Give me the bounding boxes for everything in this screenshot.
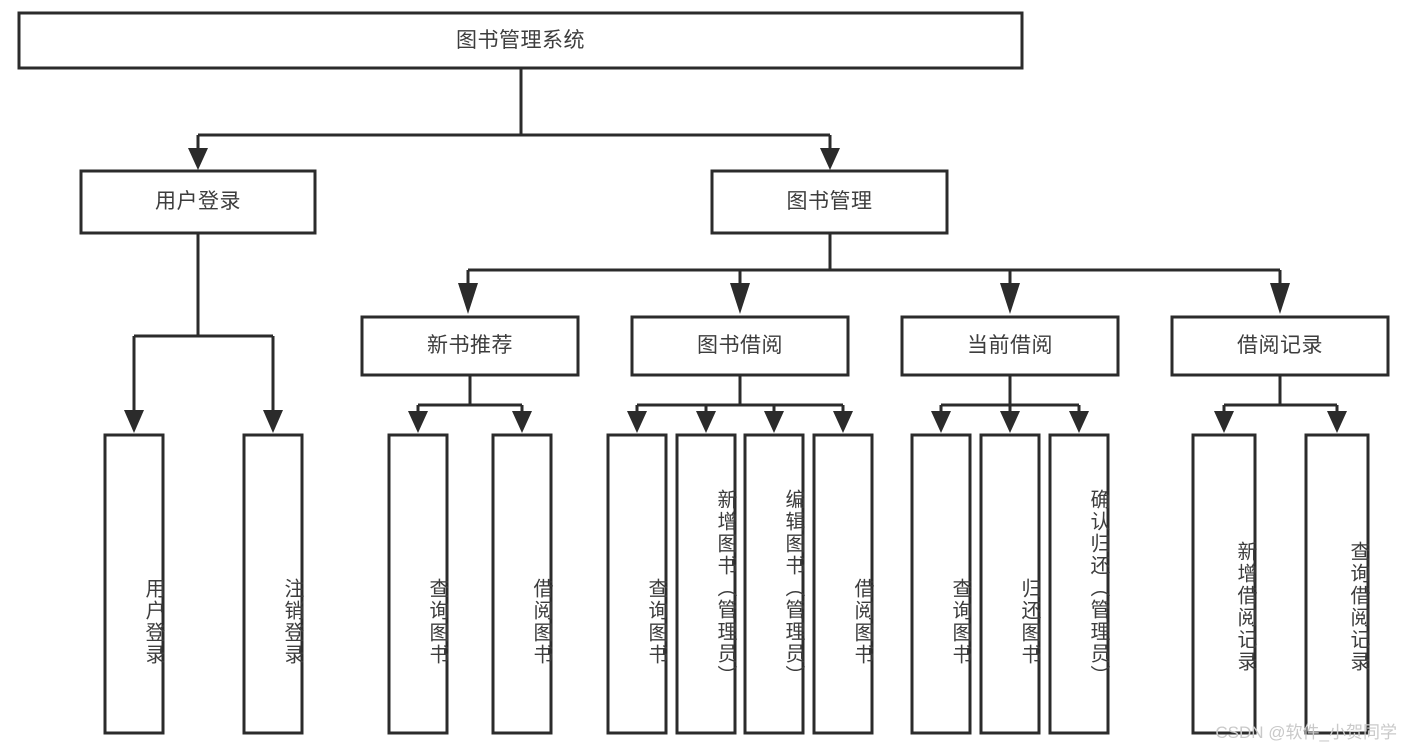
node-new-book-recommend[interactable] bbox=[360, 315, 580, 377]
node-book-management[interactable] bbox=[710, 169, 949, 235]
leaf-box-bb-query-book[interactable] bbox=[606, 433, 668, 735]
arrow-head-current-borrow bbox=[1000, 283, 1020, 314]
arrow-head-book-borrow bbox=[730, 283, 750, 314]
leaf-box-bb-add-book[interactable] bbox=[675, 433, 737, 735]
arrow-head-leaf-logout bbox=[263, 410, 283, 433]
arrow-head-leaf-user-login bbox=[124, 410, 144, 433]
leaf-box-cb-query-book[interactable] bbox=[910, 433, 972, 735]
leaf-box-bb-edit-book[interactable] bbox=[743, 433, 805, 735]
arrow-head-br-query bbox=[1327, 411, 1347, 433]
node-borrow-record[interactable] bbox=[1170, 315, 1390, 377]
leaf-box-br-query-record[interactable] bbox=[1304, 433, 1370, 735]
arrow-head-bb-add bbox=[696, 411, 716, 433]
arrow-head-nb-borrow bbox=[512, 411, 532, 433]
arrow-head-user-login bbox=[188, 148, 208, 170]
arrow-head-new-book bbox=[458, 283, 478, 314]
arrow-head-borrow-record bbox=[1270, 283, 1290, 314]
leaf-box-user-login[interactable] bbox=[103, 433, 165, 735]
arrow-head-br-add bbox=[1214, 411, 1234, 433]
leaf-box-nb-borrow-book[interactable] bbox=[491, 433, 553, 735]
arrow-head-bb-query bbox=[627, 411, 647, 433]
node-user-login[interactable] bbox=[79, 169, 317, 235]
arrow-head-bb-borrow bbox=[833, 411, 853, 433]
leaf-box-nb-query-book[interactable] bbox=[387, 433, 449, 735]
leaf-box-logout[interactable] bbox=[242, 433, 304, 735]
arrow-head-bb-edit bbox=[764, 411, 784, 433]
arrow-head-cb-query bbox=[931, 411, 951, 433]
node-current-borrow[interactable] bbox=[900, 315, 1120, 377]
arrow-head-cb-return bbox=[1000, 411, 1020, 433]
arrow-head-cb-confirm bbox=[1069, 411, 1089, 433]
leaf-box-cb-return-book[interactable] bbox=[979, 433, 1041, 735]
arrow-head-book-mgmt bbox=[820, 148, 840, 170]
leaf-box-bb-borrow-book[interactable] bbox=[812, 433, 874, 735]
node-root[interactable] bbox=[17, 11, 1024, 70]
node-book-borrow[interactable] bbox=[630, 315, 850, 377]
leaf-box-br-add-record[interactable] bbox=[1191, 433, 1257, 735]
arrow-head-nb-query bbox=[408, 411, 428, 433]
leaf-box-cb-confirm-return[interactable] bbox=[1048, 433, 1110, 735]
